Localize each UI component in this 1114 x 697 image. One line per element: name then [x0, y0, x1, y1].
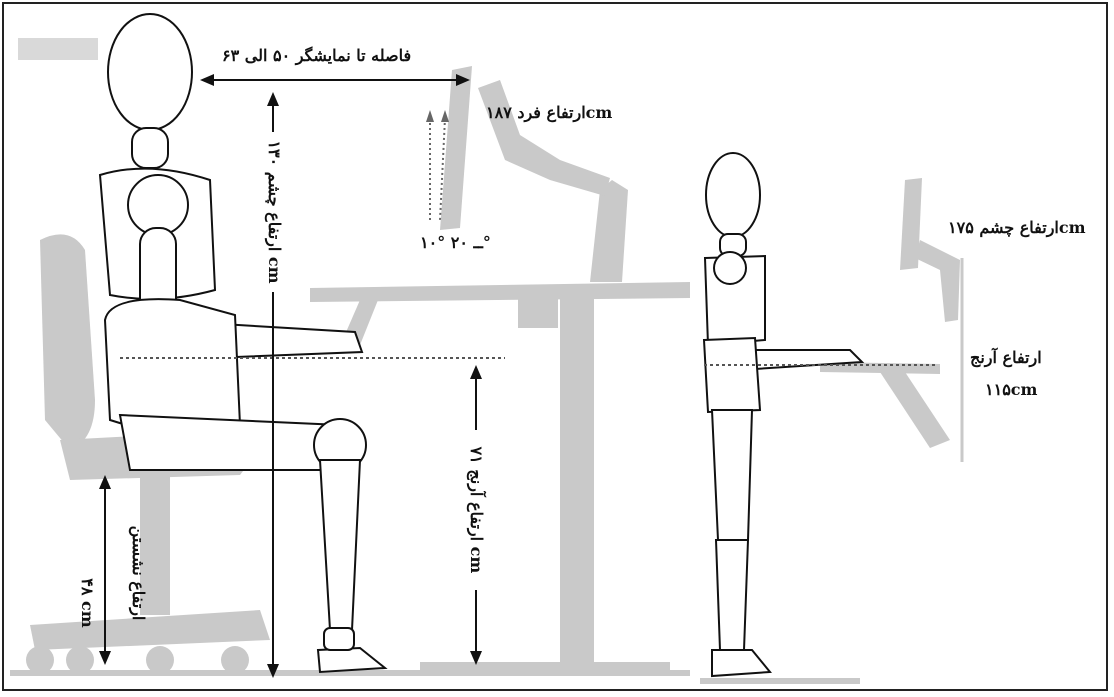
shin [318, 459, 362, 631]
background-shelf [18, 38, 98, 60]
eye-height-standing-label: ارتفاع چشم ۱۷۵cm [948, 218, 1086, 237]
monitor-distance-label: فاصله تا نمایشگر ۵۰ الی ۶۳ [222, 46, 412, 65]
arrowhead [267, 92, 279, 106]
head [107, 13, 193, 131]
elbow-height-seated-label: ارتفاع آرنج ۷۱ cm [467, 430, 486, 590]
seated-mannequin [98, 13, 388, 674]
shoulder [127, 174, 189, 236]
arrowhead [99, 475, 111, 489]
chair-wheel [146, 646, 174, 674]
standing-desk-support [880, 372, 950, 448]
chair-back [40, 234, 95, 450]
floor [700, 678, 860, 684]
arrowhead [99, 651, 111, 665]
seat-height-label: ارتفاع نشستن [129, 525, 148, 621]
monitor-arm [590, 180, 628, 282]
neck [131, 127, 169, 169]
chair-base [30, 610, 270, 650]
seat-height-value: ۴۸ cm [78, 578, 97, 628]
pelvis [103, 298, 242, 433]
monitor [440, 66, 472, 230]
chair-column [140, 475, 170, 615]
screen-angle-label: ۱۰° ــ ۲۰° [420, 233, 491, 252]
person-height-label: ارتفاع فرد ۱۸۷cm [486, 103, 613, 122]
elbow-height-standing-label: ارتفاع آرنج [970, 348, 1042, 367]
angle-line [439, 117, 446, 221]
foot [711, 649, 772, 678]
chair-wheel [66, 646, 94, 674]
arrowhead [267, 664, 279, 678]
chair-wheel [221, 646, 249, 674]
chair-wheel [26, 646, 54, 674]
desk-top [310, 282, 690, 302]
desk-leg [560, 298, 594, 666]
thigh [710, 409, 754, 541]
monitor-support [478, 80, 610, 196]
standing-furniture [700, 178, 960, 684]
standing-monitor [900, 178, 922, 270]
standing-mannequin [702, 152, 865, 678]
arrowhead [470, 365, 482, 379]
floor [10, 670, 690, 676]
arrowhead [200, 74, 214, 86]
arrowhead [470, 651, 482, 665]
head [705, 152, 761, 238]
shoulder [713, 251, 747, 285]
eye-height-seated-label: ارتفاع چشم ۱۳۰ cm [265, 132, 284, 292]
angle-arrowhead [426, 110, 434, 122]
arrowhead [456, 74, 470, 86]
ankle [323, 627, 355, 651]
elbow-height-standing-value: ۱۱۵cm [985, 380, 1038, 399]
standing-monitor-arm [915, 240, 960, 322]
desk-bracket [518, 298, 558, 328]
foot [316, 646, 388, 674]
pelvis [702, 336, 762, 414]
angle-arrowhead [441, 110, 449, 122]
shin [714, 539, 750, 651]
